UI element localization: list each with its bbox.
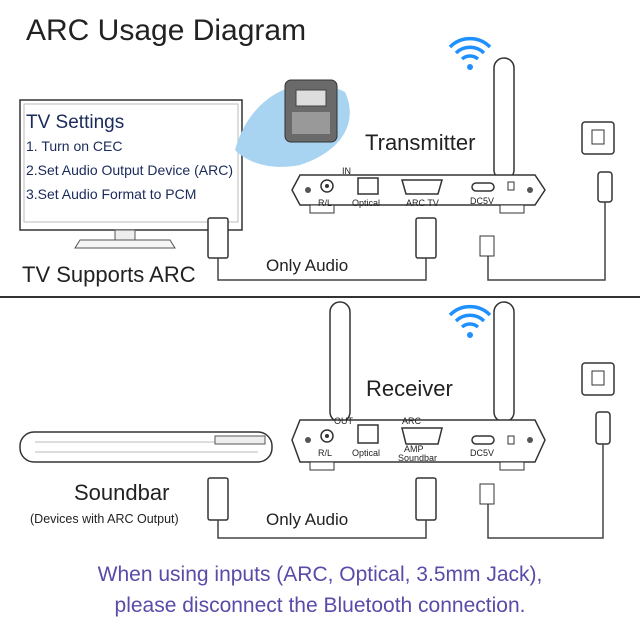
soundbar-illustration [19,431,273,463]
tv-settings-step: 1. Turn on CEC [26,138,123,154]
tv-settings-step: 2.Set Audio Output Device (ARC) [26,162,233,178]
tv-illustration [19,99,243,249]
receiver-port-rl: R/L [318,448,333,458]
receiver-port-optical: Optical [352,448,381,458]
cable-label-top: Only Audio [266,256,349,275]
section-divider [0,296,640,298]
receiver-label: Receiver [366,376,453,401]
tv-label: TV Supports ARC [22,262,196,287]
tv-settings-heading: TV Settings [26,112,125,133]
hdmi-cable [207,217,437,281]
receiver-port-amp: AMP [404,444,424,454]
transmitter-port-optical: Optical [352,198,381,208]
transmitter-port-dc5v: DC5V [470,196,495,206]
transmitter-port-arc-tv: ARC TV [406,198,439,208]
diagram-title: ARC Usage Diagram [26,14,307,47]
soundbar-label: Soundbar [74,480,170,505]
cable-label-bottom: Only Audio [266,510,349,529]
note-line-1: When using inputs (ARC, Optical, 3.5mm J… [97,563,543,586]
power-socket-icon [479,362,615,539]
wifi-icon [448,36,492,70]
receiver-port-dc5v: DC5V [470,448,495,458]
receiver-port-out: OUT [334,416,353,426]
tv-settings-step: 3.Set Audio Format to PCM [26,186,197,202]
receiver-device [291,301,546,471]
receiver-port-arc: ARC [402,416,422,426]
wifi-icon [448,304,492,338]
transmitter-device [291,57,546,214]
hdmi-closeup-bubble [235,79,350,167]
soundbar-sublabel: (Devices with ARC Output) [30,512,179,526]
transmitter-label: Transmitter [365,130,476,155]
power-socket-icon [479,121,615,281]
transmitter-port-rl: R/L [318,198,333,208]
receiver-port-soundbar: Soundbar [398,453,438,463]
tv-settings-panel: TV Settings 1. Turn on CEC 2.Set Audio O… [26,112,236,210]
hdmi-cable [207,477,437,539]
note-line-2: please disconnect the Bluetooth connecti… [114,594,526,617]
transmitter-port-in: IN [342,166,351,176]
